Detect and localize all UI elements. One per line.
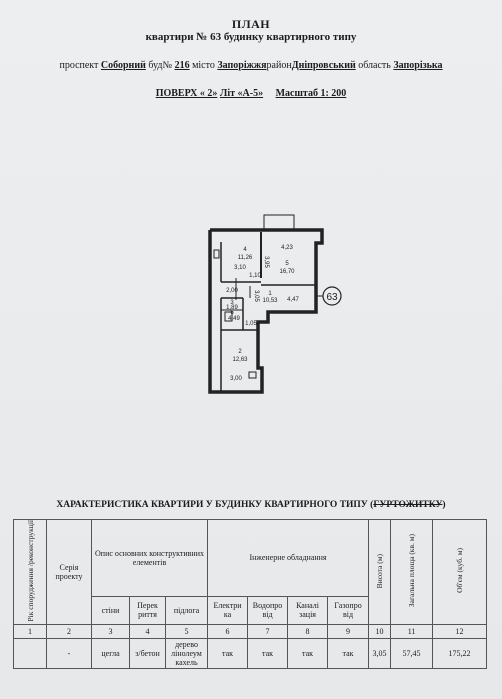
- cell-height: 3,05: [368, 637, 392, 669]
- characteristics-title: ХАРАКТЕРИСТИКА КВАРТИРИ У БУДИНКУ КВАРТИ…: [0, 500, 502, 510]
- apartment-no: 63: [326, 292, 338, 303]
- sink-fixture: [224, 311, 233, 322]
- sub-gas: Газопро від: [327, 595, 370, 625]
- district-value: Дніпровський: [291, 60, 356, 71]
- floor-line: ПОВЕРХ « 2» Літ «А-5» Масштаб 1: 200: [0, 88, 502, 99]
- balcony: [263, 214, 295, 230]
- header-engineering: Інженерне обладнання: [207, 519, 370, 597]
- col-num: 9: [327, 623, 370, 639]
- header-construction: Опис основних конструктивних елементів: [90, 519, 209, 597]
- header-series: Серія проекту: [46, 519, 92, 625]
- characteristics-title-end: ): [442, 500, 446, 510]
- header-text: Рік спорудження /реконструкції: [25, 520, 35, 622]
- house-value: 216: [174, 60, 190, 71]
- room-area: 10,53: [262, 298, 278, 304]
- cell-volume: 175,22: [432, 637, 488, 669]
- header-volume: Об'єм (куб. м): [432, 519, 488, 625]
- characteristics-title-text: ХАРАКТЕРИСТИКА КВАРТИРИ У БУДИНКУ КВАРТИ…: [56, 500, 374, 510]
- dimension: 4,23: [281, 245, 293, 251]
- col-num: 11: [390, 623, 434, 639]
- city-value: Запоріжжя: [217, 60, 267, 71]
- address-label: буд№: [148, 60, 173, 71]
- address-label: область: [358, 60, 391, 71]
- room-area: 12,63: [232, 357, 248, 363]
- room-area: 4,49: [228, 316, 240, 322]
- lit-value: Літ «А-5»: [219, 88, 264, 99]
- col-num: 2: [46, 623, 92, 639]
- dimension: 3,10: [234, 265, 246, 271]
- apartment-marker: [322, 286, 342, 306]
- col-num: 7: [247, 623, 289, 639]
- header-text: Загальна площа (кв. м): [407, 534, 417, 608]
- sub-walls: стіни: [91, 595, 130, 625]
- cell-floorcover: дерево лінолеум кахель: [164, 637, 209, 669]
- dimension: 1,10: [249, 273, 261, 279]
- floor-value: ПОВЕРХ « 2»: [155, 88, 218, 99]
- cell-electric: так: [207, 637, 249, 669]
- sub-water: Водопро від: [247, 595, 289, 625]
- cell-floors: з/бетон: [129, 637, 166, 669]
- address-label: проспект: [59, 60, 99, 71]
- col-num: 4: [129, 623, 166, 639]
- room-no: 2: [238, 349, 242, 355]
- header-height: Висота (м): [368, 519, 392, 625]
- address-label: місто: [192, 60, 215, 71]
- header-area: Загальна площа (кв. м): [390, 519, 434, 625]
- room-area: 1,89: [226, 305, 238, 311]
- cell-gas: так: [327, 637, 370, 669]
- col-num: 3: [91, 623, 130, 639]
- room-no: 4: [243, 247, 247, 253]
- cell-water: так: [247, 637, 289, 669]
- stove-fixture: [248, 371, 257, 379]
- address-line: проспект Соборний буд№ 216 місто Запоріж…: [0, 60, 502, 71]
- address-label: район: [266, 60, 292, 71]
- cell-sewer: так: [287, 637, 329, 669]
- dimension: 2,00: [226, 288, 238, 294]
- outer-wall: [208, 228, 324, 394]
- room-no: 3: [230, 300, 234, 306]
- room-no: 1: [268, 291, 272, 297]
- sub-electric: Електри ка: [207, 595, 249, 625]
- sub-floorcover: підлога: [164, 595, 209, 625]
- col-num: 12: [432, 623, 488, 639]
- col-num: 10: [368, 623, 392, 639]
- region-value: Запорізька: [393, 60, 443, 71]
- dimension: 3,95: [263, 256, 269, 268]
- plan-subtitle: квартири № 63 будинку квартирного типу: [145, 31, 357, 43]
- col-num: 8: [287, 623, 329, 639]
- room-no: 6: [230, 310, 234, 316]
- sub-sewer: Каналі зація: [287, 595, 329, 625]
- plan-title: ПЛАН: [231, 17, 271, 31]
- cell-walls: цегла: [91, 637, 130, 669]
- cell-area: 57,45: [390, 637, 434, 669]
- room-area: 16,70: [279, 269, 295, 275]
- col-num: 5: [164, 623, 209, 639]
- table-row: - цегла з/бетон дерево лінолеум кахель т…: [13, 637, 488, 669]
- col-num: 1: [13, 623, 47, 639]
- characteristics-table: Рік спорудження /реконструкції Серія про…: [13, 519, 488, 669]
- dimension: 3,05: [253, 290, 259, 302]
- cell-series: -: [46, 637, 92, 669]
- struck-word: ГУРТОЖИТКУ: [373, 500, 443, 510]
- room-area: 11,26: [238, 255, 253, 261]
- col-num: 6: [207, 623, 249, 639]
- header-year: Рік спорудження /реконструкції: [13, 519, 47, 625]
- column-number-row: 1 2 3 4 5 6 7 8 9 10 11 12: [13, 623, 488, 639]
- sub-floors: Перек риття: [129, 595, 166, 625]
- dimension: 3,00: [230, 376, 242, 382]
- header-text: Об'єм (куб. м): [455, 548, 465, 594]
- window-fixture: [213, 249, 220, 259]
- scale-value: Масштаб 1: 200: [275, 88, 347, 99]
- dimension: 4,47: [287, 297, 299, 303]
- dimension: 1,05: [245, 321, 257, 327]
- prospect-value: Соборний: [100, 60, 146, 71]
- header-text: Висота (м): [375, 553, 385, 588]
- cell-year: [13, 637, 47, 669]
- room-no: 5: [285, 261, 289, 267]
